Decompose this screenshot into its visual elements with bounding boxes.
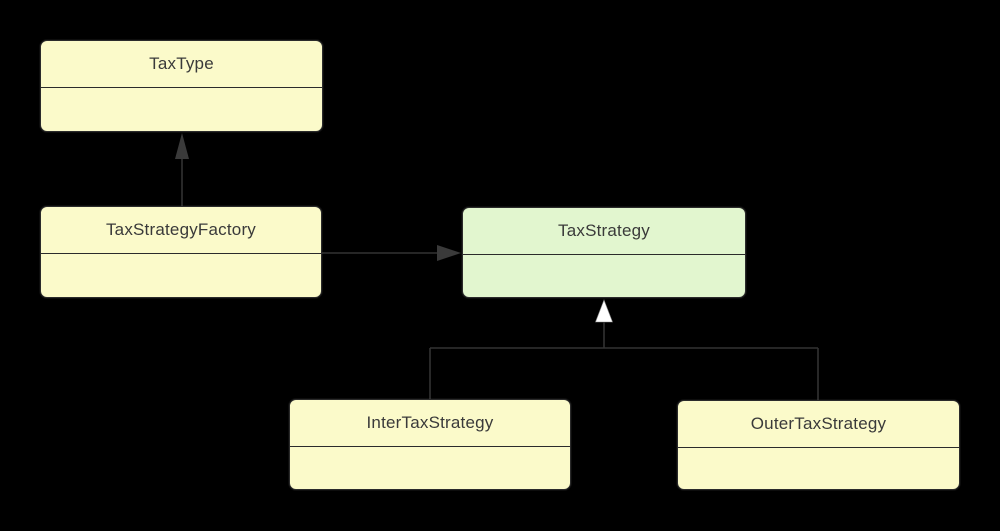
class-node-taxtype-header: TaxType bbox=[41, 41, 322, 88]
class-node-taxtype[interactable]: TaxType bbox=[40, 40, 323, 132]
class-node-intertaxstrategy[interactable]: InterTaxStrategy bbox=[289, 399, 571, 490]
class-node-intertaxstrategy-body bbox=[290, 447, 570, 489]
class-node-taxstrategyfactory-label: TaxStrategyFactory bbox=[105, 220, 257, 239]
class-node-taxtype-body bbox=[41, 88, 322, 131]
class-node-taxstrategy-body bbox=[463, 255, 745, 297]
class-node-intertaxstrategy-header: InterTaxStrategy bbox=[290, 400, 570, 447]
edge-factory-to-taxstrategy[interactable] bbox=[322, 245, 461, 261]
filled-arrowhead-right-icon bbox=[437, 245, 461, 261]
class-node-taxstrategy[interactable]: TaxStrategy bbox=[462, 207, 746, 298]
edge-generalization-tree[interactable] bbox=[429, 299, 819, 400]
class-node-taxstrategyfactory[interactable]: TaxStrategyFactory bbox=[40, 206, 322, 298]
class-node-taxtype-label: TaxType bbox=[149, 54, 214, 73]
class-node-outertaxstrategy-header: OuterTaxStrategy bbox=[678, 401, 959, 448]
class-node-outertaxstrategy-label: OuterTaxStrategy bbox=[750, 414, 887, 433]
filled-arrowhead-up-icon bbox=[175, 133, 189, 159]
class-node-taxstrategyfactory-header: TaxStrategyFactory bbox=[41, 207, 321, 254]
class-node-intertaxstrategy-label: InterTaxStrategy bbox=[366, 413, 494, 432]
edge-factory-to-taxtype[interactable] bbox=[175, 133, 189, 206]
class-node-taxstrategy-label: TaxStrategy bbox=[558, 221, 650, 240]
class-node-outertaxstrategy-body bbox=[678, 448, 959, 489]
class-node-taxstrategy-header: TaxStrategy bbox=[463, 208, 745, 255]
class-node-taxstrategyfactory-body bbox=[41, 254, 321, 297]
hollow-triangle-arrowhead-icon bbox=[595, 299, 613, 323]
class-node-outertaxstrategy[interactable]: OuterTaxStrategy bbox=[677, 400, 960, 490]
